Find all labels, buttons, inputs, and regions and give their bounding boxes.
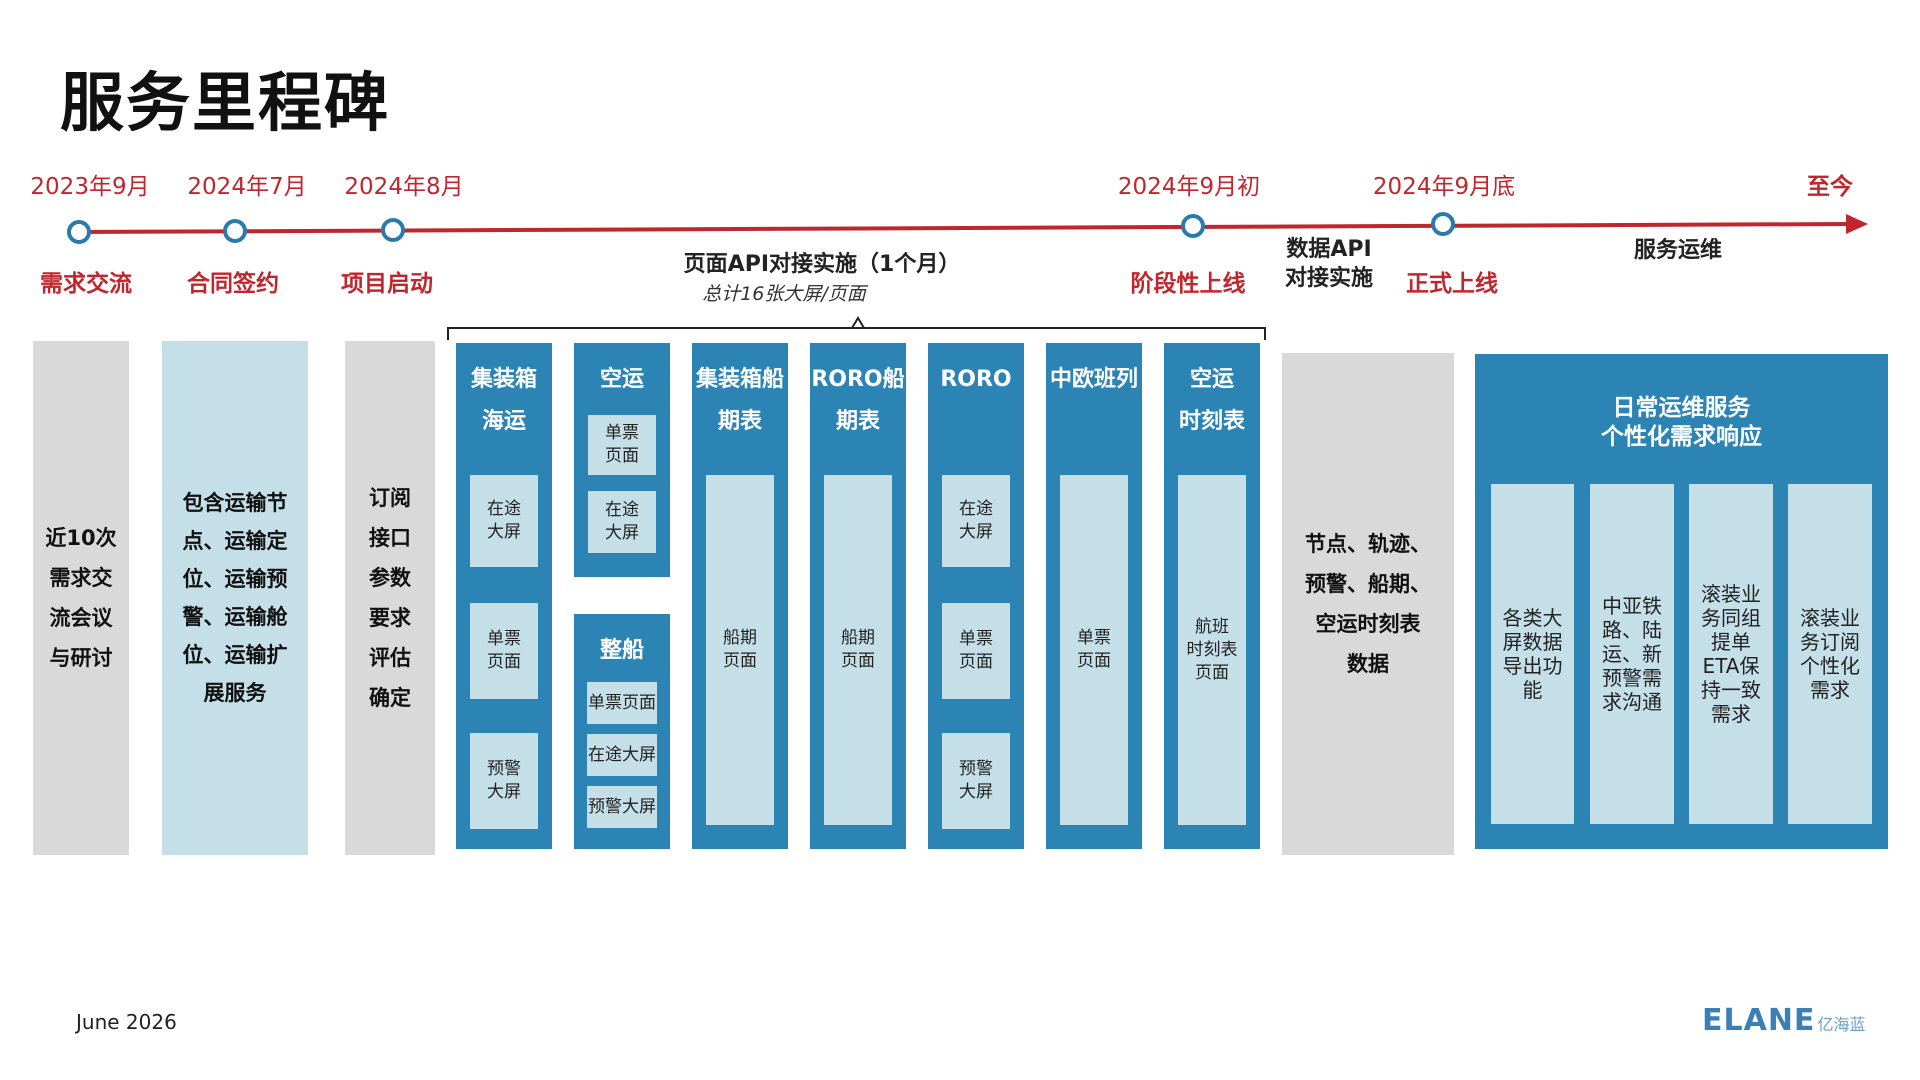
timeline-dot-2	[223, 219, 247, 243]
column-roro-schedule-title: RORO船 期表	[811, 367, 905, 434]
timeline-dot-4	[1181, 214, 1205, 238]
sub-charter-transit: 在途大屏	[587, 734, 657, 776]
date-label-5: 2024年9月底	[1372, 174, 1516, 200]
phase-implement-label: 页面API对接实施（1个月）	[683, 252, 961, 277]
column-charter: 整船 单票页面 在途大屏 预警大屏	[574, 614, 670, 849]
date-label-4: 2024年9月初	[1117, 174, 1261, 200]
column-kickoff: 订阅 接口 参数 要求 评估 确定	[345, 341, 435, 855]
sub-charter-single: 单票页面	[587, 682, 657, 724]
logo-cn-text: 亿海蓝	[1817, 1015, 1866, 1034]
date-label-2: 2024年7月	[187, 174, 307, 200]
ops-item-roro-eta: 滚装业 务同组 提单 ETA保 持一致 需求	[1689, 484, 1773, 824]
timeline-dot-1	[67, 220, 91, 244]
timeline-dot-3	[381, 218, 405, 242]
column-ops-title: 日常运维服务 个性化需求响应	[1601, 395, 1762, 450]
column-roro: RORO 在途 大屏 单票 页面 预警 大屏	[928, 343, 1024, 849]
column-roro-schedule: RORO船 期表 船期 页面	[810, 343, 906, 849]
sub-charter-alert: 预警大屏	[587, 786, 657, 828]
milestone-contract: 合同签约	[187, 271, 279, 297]
logo-text: ELANE	[1702, 1003, 1816, 1038]
sub-air-transit: 在途 大屏	[588, 491, 656, 553]
column-charter-title: 整船	[599, 638, 644, 663]
milestone-demand: 需求交流	[40, 271, 132, 297]
column-roro-title: RORO	[940, 367, 1012, 392]
sub-ocean-single: 单票 页面	[470, 603, 538, 699]
milestone-official-launch: 正式上线	[1406, 271, 1498, 297]
column-china-europe: 中欧班列 单票 页面	[1046, 343, 1142, 849]
ops-item-roro-subscription: 滚装业 务订阅 个性化 需求	[1788, 484, 1872, 824]
sub-ocean-alert: 预警 大屏	[470, 733, 538, 829]
column-container-schedule-title: 集装箱船 期表	[695, 367, 784, 434]
phase-ops-label: 服务运维	[1633, 238, 1723, 263]
footer-date: June 2026	[76, 1010, 177, 1034]
column-air-timetable-title: 空运 时刻表	[1178, 367, 1245, 434]
ops-item-export: 各类大 屏数据 导出功 能	[1491, 484, 1574, 824]
sub-roro-single: 单票 页面	[942, 603, 1010, 699]
date-label-now: 至今	[1807, 174, 1853, 200]
date-label-3: 2024年8月	[344, 174, 464, 200]
column-demand: 近10次 需求交 流会议 与研讨	[33, 341, 129, 855]
column-ops: 日常运维服务 个性化需求响应 各类大 屏数据 导出功 能 中亚铁 路、陆 运、新…	[1475, 354, 1888, 849]
sub-roro-schedule-page: 船期 页面	[824, 475, 892, 825]
date-label-1: 2023年9月	[30, 174, 150, 200]
timeline-dot-5	[1431, 212, 1455, 236]
sub-roro-alert: 预警 大屏	[942, 733, 1010, 829]
phase-bracket	[447, 327, 1266, 340]
column-ocean: 集装箱 海运 在途 大屏 单票 页面 预警 大屏	[456, 343, 552, 849]
column-air-timetable: 空运 时刻表 航班 时刻表 页面	[1164, 343, 1260, 849]
column-data-api: 节点、轨迹、 预警、船期、 空运时刻表 数据	[1282, 353, 1454, 855]
column-air-title: 空运	[599, 367, 644, 392]
sub-container-schedule-page: 船期 页面	[706, 475, 774, 825]
page-title: 服务里程碑	[60, 67, 390, 141]
column-contract: 包含运输节 点、运输定 位、运输预 警、运输舱 位、运输扩 展服务	[162, 341, 308, 855]
milestone-phase-launch: 阶段性上线	[1130, 271, 1246, 297]
sub-air-timetable-page: 航班 时刻表 页面	[1178, 475, 1246, 825]
phase-data-api-label: 数据API 对接实施	[1284, 237, 1374, 291]
sub-china-europe-single: 单票 页面	[1060, 475, 1128, 825]
column-china-europe-title: 中欧班列	[1049, 367, 1138, 392]
phase-implement-sublabel: 总计16张大屏/页面	[702, 283, 866, 305]
sub-ocean-transit: 在途 大屏	[470, 475, 538, 567]
column-ocean-title: 集装箱 海运	[470, 367, 537, 434]
sub-air-single: 单票 页面	[588, 415, 656, 475]
ops-item-central-asia: 中亚铁 路、陆 运、新 预警需 求沟通	[1590, 484, 1674, 824]
column-air: 空运 单票 页面 在途 大屏	[574, 343, 670, 577]
milestone-kickoff: 项目启动	[341, 271, 433, 297]
sub-roro-transit: 在途 大屏	[942, 475, 1010, 567]
column-container-schedule: 集装箱船 期表 船期 页面	[692, 343, 788, 849]
